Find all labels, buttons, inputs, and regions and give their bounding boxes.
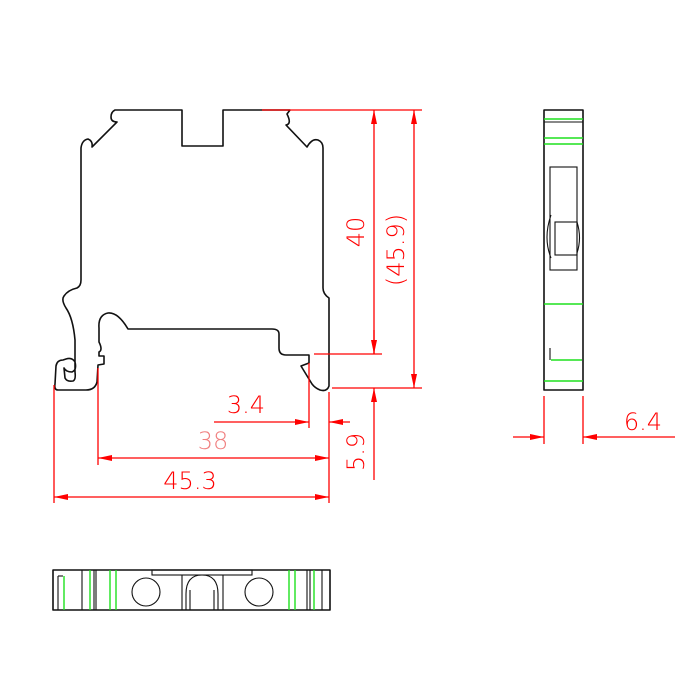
dim-label-overall-height: (45.9) — [382, 214, 410, 286]
dim-label-overall-width: 45.3 — [163, 467, 216, 495]
dimension-overall-width: 45.3 — [53, 385, 330, 503]
dim-label-height: 40 — [342, 217, 370, 248]
dimension-foot-offset: 3.4 — [214, 363, 350, 428]
front-view-outline — [54, 109, 330, 392]
dim-label-foot-height: 5.9 — [342, 433, 370, 471]
dimension-rail-width: 38 — [97, 368, 329, 465]
bottom-view — [52, 569, 331, 611]
dim-label-thickness: 6.4 — [624, 408, 662, 436]
dim-label-rail-width: 38 — [198, 427, 229, 455]
dim-label-foot-offset: 3.4 — [227, 391, 265, 419]
dimension-heights: 40 (45.9) 5.9 — [262, 109, 422, 480]
side-view — [543, 109, 584, 391]
dimension-thickness: 6.4 — [513, 396, 675, 444]
